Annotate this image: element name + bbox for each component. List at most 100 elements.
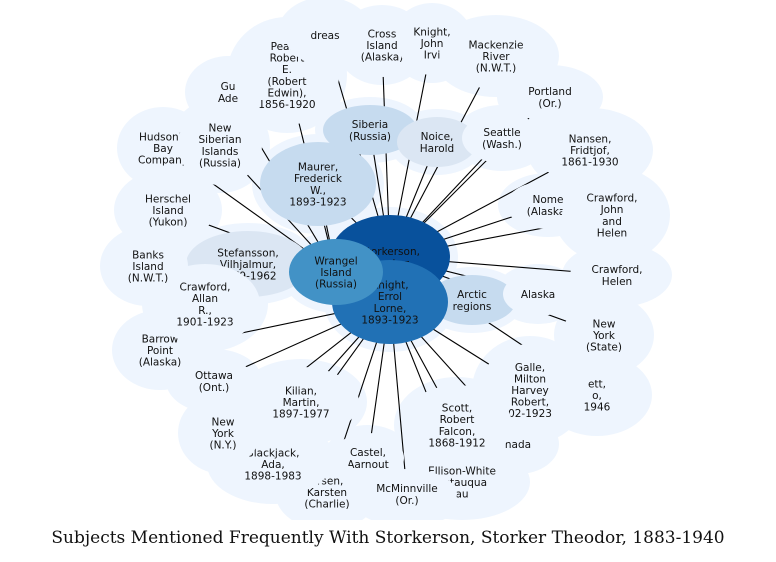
- node-label-knight-john: Irvi: [424, 50, 441, 62]
- node-portland[interactable]: Portland(Or.): [505, 73, 595, 121]
- node-label-knight-errol: Errol: [378, 291, 402, 303]
- node-label-knight-errol: Lorne,: [374, 303, 407, 315]
- node-label-mackenzie: Mackenzie: [469, 39, 524, 51]
- node-label-seattle: (Wash.): [482, 139, 522, 151]
- node-label-nansen: Nansen,: [569, 133, 612, 145]
- node-label-gurney: Gu: [221, 81, 236, 93]
- node-label-galle: Harvey: [511, 385, 549, 397]
- node-label-siberia: Siberia: [352, 119, 388, 131]
- node-label-maurer: W.,: [310, 185, 326, 197]
- node-label-scott: Scott,: [442, 403, 472, 415]
- node-label-wrangel: (Russia): [315, 279, 357, 291]
- node-label-ottawa: (Ont.): [199, 382, 230, 394]
- node-kilian[interactable]: Kilian,Martin,1897-1977: [243, 367, 359, 437]
- node-label-new-siberian: New: [209, 123, 232, 135]
- node-label-kilian: 1897-1977: [272, 409, 329, 421]
- node-label-kilian: Martin,: [283, 397, 320, 409]
- node-seattle[interactable]: Seattle(Wash.): [462, 113, 542, 163]
- node-crawford-helen[interactable]: Crawford,Helen: [570, 251, 664, 299]
- node-nansen[interactable]: Nansen,Fridtjof,1861-1930: [535, 116, 645, 184]
- node-label-knight-john: Knight,: [413, 26, 450, 38]
- node-label-castel: Aarnout: [347, 459, 389, 471]
- node-label-gurney: Ade: [218, 93, 238, 105]
- node-label-ellison: Ellison-White: [428, 465, 496, 477]
- node-label-mackenzie: River: [482, 51, 510, 63]
- node-ottawa[interactable]: Ottawa(Ont.): [174, 357, 254, 405]
- node-label-crawford-john: Helen: [597, 227, 627, 239]
- node-label-new-york-state: (State): [586, 342, 622, 354]
- node-label-scott: Falcon,: [439, 426, 476, 438]
- node-label-scott: Robert: [440, 414, 475, 426]
- node-shape-ottawa: [174, 357, 254, 405]
- node-label-knight-errol: 1893-1923: [361, 314, 418, 326]
- node-label-banks: Banks: [132, 249, 164, 261]
- node-label-scott: 1868-1912: [428, 437, 485, 449]
- node-label-crawford-allan: Allan: [192, 293, 218, 305]
- node-shape-banks: [108, 234, 188, 298]
- node-label-nome: Nome: [533, 194, 564, 206]
- node-label-garrett: o,: [592, 390, 602, 402]
- node-label-stefansson: Stefansson,: [217, 247, 278, 259]
- node-label-canada: nada: [505, 439, 531, 451]
- node-noice[interactable]: Noice,Harold: [397, 117, 477, 167]
- node-alaska[interactable]: Alaska: [503, 272, 573, 316]
- node-garrett[interactable]: ett,o,1946: [550, 362, 644, 428]
- node-label-crawford-helen: Helen: [602, 276, 632, 288]
- subject-network-graph: Maurer,FrederickW.,1893-1923Stefansson,V…: [100, 0, 672, 520]
- node-label-ellison: au: [455, 489, 468, 501]
- node-label-ottawa: Ottawa: [195, 370, 233, 382]
- node-mcminnville[interactable]: McMinnville(Or.): [357, 469, 457, 519]
- node-label-wrangel: Island: [320, 267, 351, 279]
- node-label-peary: 1856-1920: [258, 99, 315, 111]
- node-label-herschel: Herschel: [145, 193, 191, 205]
- node-label-knight-errol: Knight,: [371, 280, 408, 292]
- node-shape-mcminnville: [357, 469, 457, 519]
- node-label-crawford-john: Crawford,: [587, 193, 638, 205]
- node-shape-maurer: [260, 142, 376, 226]
- node-label-cross-island: Island: [366, 40, 397, 52]
- node-label-peary: E.: [282, 64, 292, 76]
- node-shape-mackenzie: [441, 23, 551, 89]
- node-label-new-york-ny: York: [211, 428, 235, 440]
- node-shape-noice: [397, 117, 477, 167]
- node-shape-crawford-john: [562, 175, 662, 255]
- node-label-crawford-allan: 1901-1923: [176, 316, 233, 328]
- node-label-mcminnville: McMinnville: [376, 483, 438, 495]
- node-label-banks: (N.W.T.): [128, 273, 168, 285]
- node-shape-garrett: [550, 362, 644, 428]
- node-shape-crawford-helen: [570, 251, 664, 299]
- node-label-mackenzie: (N.W.T.): [476, 63, 516, 75]
- node-shape-seattle: [462, 113, 542, 163]
- node-label-wrangel: Wrangel: [314, 255, 357, 267]
- node-label-hudsons-bay: Hudson's: [139, 131, 187, 143]
- node-shape-alaska: [503, 272, 573, 316]
- node-label-garrett: 1946: [584, 402, 611, 414]
- node-shape-kilian: [243, 367, 359, 437]
- node-label-seattle: Seattle: [483, 127, 520, 139]
- node-label-maurer: Maurer,: [298, 162, 338, 174]
- node-shape-nansen: [535, 116, 645, 184]
- node-label-new-york-ny: New: [212, 416, 235, 428]
- node-label-blackjack: Ada,: [261, 459, 284, 471]
- node-label-blackjack: 1898-1983: [244, 471, 301, 483]
- node-label-new-york-ny: (N.Y.): [209, 440, 236, 452]
- node-shape-new-york-ny: [186, 400, 260, 466]
- node-siberia[interactable]: Siberia(Russia): [323, 105, 417, 155]
- node-label-new-york-state: York: [592, 330, 616, 342]
- node-label-thomsen: (Charlie): [304, 499, 349, 511]
- node-label-barrow: Point: [147, 345, 173, 357]
- node-shape-cross-island: [344, 13, 420, 77]
